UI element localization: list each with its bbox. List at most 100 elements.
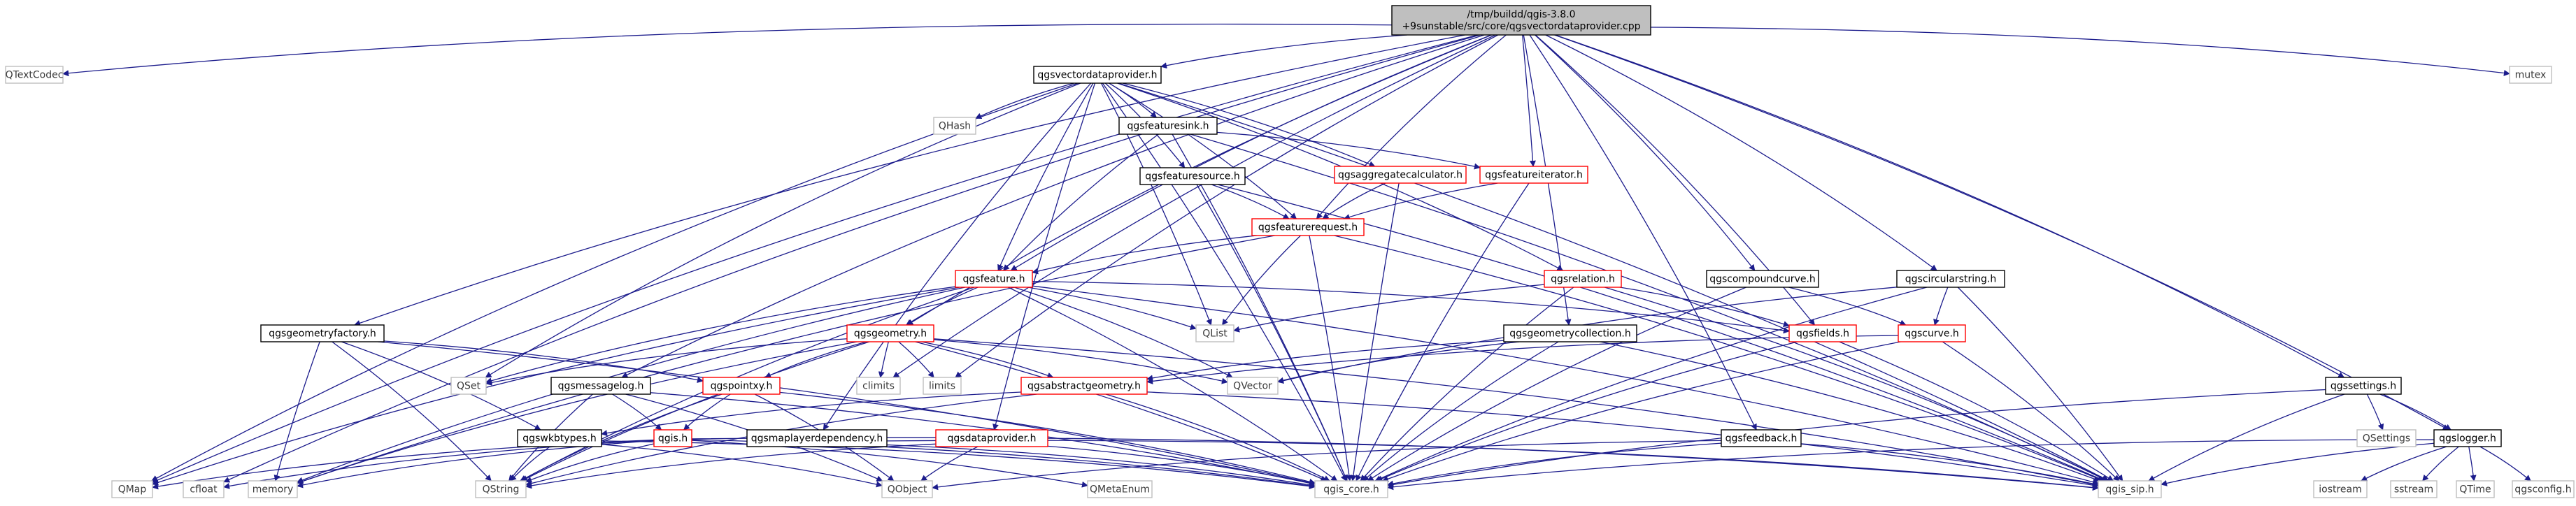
node-box-qgsconfig bbox=[2512, 480, 2575, 498]
node-qgsfeaturesink[interactable]: qgsfeaturesink.h bbox=[1118, 117, 1218, 135]
node-box-qgspointxy bbox=[702, 377, 781, 395]
node-label-qgsfeaturesource: qgsfeaturesource.h bbox=[1145, 171, 1239, 182]
edge-root-to-qgsmessagelog bbox=[621, 34, 1485, 378]
edge-qgscircularstring-to-qgscurve bbox=[1933, 287, 1949, 326]
node-box-qgslogger bbox=[2433, 429, 2502, 447]
edge-root-to-qgscircularstring bbox=[1545, 34, 1937, 271]
edge-qgscompoundcurve-to-qgscurve bbox=[1788, 287, 1907, 326]
node-box-qgsfeature bbox=[955, 270, 1033, 288]
edge-qgsabstractgeometry-to-qgswkbtypes bbox=[601, 391, 1022, 437]
node-qgsfields[interactable]: qgsfields.h bbox=[1788, 324, 1857, 342]
node-qgsdataprovider[interactable]: qgsdataprovider.h bbox=[935, 429, 1048, 447]
node-label-qvector: QVector bbox=[1233, 381, 1272, 392]
edge-qgis-to-qstring bbox=[525, 443, 655, 483]
node-qgsfeatureiterator[interactable]: qgsfeatureiterator.h bbox=[1479, 166, 1588, 184]
node-label-qgsfeedback: qgsfeedback.h bbox=[1725, 433, 1798, 444]
node-label-qobject: QObject bbox=[888, 484, 927, 496]
node-box-qgsfeedback bbox=[1721, 429, 1802, 447]
node-label-qgsmessagelog: qgsmessagelog.h bbox=[558, 381, 644, 392]
node-label-qmap: QMap bbox=[118, 484, 147, 496]
edge-root-to-qmap bbox=[152, 34, 1479, 484]
edge-qgsfeature-to-qset bbox=[485, 286, 956, 384]
edge-root-to-qgsfeature bbox=[1010, 34, 1492, 271]
edge-qgsgeometrycollection-to-qgsabstractgeometry bbox=[1146, 340, 1504, 382]
node-qgsgeometry[interactable]: qgsgeometry.h bbox=[846, 324, 934, 342]
node-box-qset bbox=[450, 377, 487, 395]
edge-root-to-qgsfeatureiterator bbox=[1522, 34, 1536, 167]
node-qgsvectordataprovider[interactable]: qgsvectordataprovider.h bbox=[1033, 66, 1162, 84]
node-qgswkbtypes[interactable]: qgswkbtypes.h bbox=[517, 429, 602, 447]
node-root[interactable]: /tmp/buildd/qgis-3.8.0+9sunstable/src/co… bbox=[1391, 5, 1651, 36]
edge-qgsfeedback-to-qobject bbox=[932, 440, 1722, 491]
edge-qgsdataprovider-to-qstring bbox=[525, 443, 937, 489]
node-qgsfeedback[interactable]: qgsfeedback.h bbox=[1721, 429, 1802, 447]
node-qgsfeaturerequest[interactable]: qgsfeaturerequest.h bbox=[1251, 218, 1365, 236]
node-qgscircularstring[interactable]: qgscircularstring.h bbox=[1896, 270, 2005, 288]
edge-qgsdataprovider-to-qgis_core bbox=[1047, 445, 1316, 486]
edge-qgsgeometry-to-qgis_core bbox=[915, 341, 1328, 482]
edge-qgswkbtypes-to-qobject bbox=[601, 444, 883, 488]
node-qgsrelation[interactable]: qgsrelation.h bbox=[1544, 270, 1622, 288]
edge-qgsfeaturesink-to-qgsfeature bbox=[1003, 133, 1159, 271]
node-qgsgeometryfactory[interactable]: qgsgeometryfactory.h bbox=[260, 324, 385, 342]
edge-qgsfeature-to-qgis_core bbox=[1008, 287, 1338, 482]
edge-qgspointxy-to-qstring bbox=[520, 393, 723, 482]
edge-qgsvectordataprovider-to-qgsfeature bbox=[997, 82, 1094, 271]
edge-root-to-qtextcodec bbox=[62, 23, 1393, 77]
node-qgsconfig: qgsconfig.h bbox=[2512, 480, 2575, 498]
node-qgsabstractgeometry[interactable]: qgsabstractgeometry.h bbox=[1020, 377, 1148, 395]
node-qgscurve[interactable]: qgscurve.h bbox=[1898, 324, 1966, 342]
node-label-qgssettings: qgssettings.h bbox=[2331, 381, 2396, 392]
node-box-qgssettings bbox=[2325, 377, 2402, 395]
node-box-qgsgeometryfactory bbox=[260, 324, 385, 342]
node-box-qgsfields bbox=[1788, 324, 1857, 342]
node-label-qgsfeatureiterator: qgsfeatureiterator.h bbox=[1485, 170, 1583, 181]
edge-qgsgeometryfactory-to-memory bbox=[273, 341, 320, 482]
node-cfloat: cfloat bbox=[183, 480, 225, 498]
node-label-memory: memory bbox=[252, 484, 294, 496]
edge-qgslogger-to-qgsconfig bbox=[2479, 446, 2531, 482]
node-qgsmaplayerdependency[interactable]: qgsmaplayerdependency.h bbox=[746, 429, 888, 447]
node-label-qhash: QHash bbox=[939, 121, 971, 132]
edge-qgsfeature-to-qgsfields bbox=[1032, 280, 1790, 334]
node-qgssettings[interactable]: qgssettings.h bbox=[2325, 377, 2402, 395]
node-box-mutex bbox=[2509, 66, 2552, 84]
node-qgsfeaturesource[interactable]: qgsfeaturesource.h bbox=[1139, 167, 1246, 185]
node-qgsfeature[interactable]: qgsfeature.h bbox=[955, 270, 1033, 288]
edge-root-to-qgsgeometryfactory bbox=[354, 34, 1465, 326]
node-label-qgsgeometry: qgsgeometry.h bbox=[854, 328, 927, 340]
node-box-qgswkbtypes bbox=[517, 429, 602, 447]
node-label-qtextcodec: QTextCodec bbox=[6, 70, 64, 81]
edge-root-to-qgslogger bbox=[1554, 34, 2449, 431]
edge-qgsfeature-to-memory bbox=[297, 287, 966, 484]
node-box-sstream bbox=[2390, 480, 2438, 498]
edge-qgsgeometry-to-qgis_sip bbox=[933, 338, 2099, 488]
edge-qgssettings-to-qsettings bbox=[2366, 393, 2384, 431]
node-box-qlist bbox=[1195, 324, 1234, 342]
node-box-qgis bbox=[653, 429, 692, 447]
node-qmap: QMap bbox=[111, 480, 153, 498]
node-qgspointxy[interactable]: qgspointxy.h bbox=[702, 377, 781, 395]
node-label-qstring: QString bbox=[483, 484, 520, 496]
node-box-qmetaenum bbox=[1087, 480, 1153, 498]
node-box-qgsdataprovider bbox=[935, 429, 1048, 447]
edge-qgsfeature-to-qvector bbox=[1013, 287, 1233, 378]
node-label-qgscircularstring: qgscircularstring.h bbox=[1905, 274, 1996, 285]
node-qlist: QList bbox=[1195, 324, 1234, 342]
node-qgslogger[interactable]: qgslogger.h bbox=[2433, 429, 2502, 447]
edge-qgsfeaturesource-to-qgis_core bbox=[1196, 184, 1348, 482]
edge-qgsfeaturerequest-to-qlist bbox=[1221, 235, 1301, 326]
node-qgis[interactable]: qgis.h bbox=[653, 429, 692, 447]
node-qgscompoundcurve[interactable]: qgscompoundcurve.h bbox=[1706, 270, 1819, 288]
edge-qgscurve-to-qgis_sip bbox=[1942, 341, 2120, 482]
node-qgsaggregatecalculator[interactable]: qgsaggregatecalculator.h bbox=[1334, 166, 1467, 184]
node-qtime: QTime bbox=[2456, 480, 2495, 498]
node-box-qtime bbox=[2456, 480, 2495, 498]
node-label-qgsgeometrycollection: qgsgeometrycollection.h bbox=[1509, 328, 1630, 340]
node-qgsgeometrycollection[interactable]: qgsgeometrycollection.h bbox=[1503, 324, 1637, 342]
node-qgsmessagelog[interactable]: qgsmessagelog.h bbox=[550, 377, 651, 395]
node-box-cfloat bbox=[183, 480, 225, 498]
edge-qgsfeedback-to-qgis_core bbox=[1387, 442, 1722, 487]
edge-qgsgeometry-to-limits bbox=[898, 341, 934, 378]
